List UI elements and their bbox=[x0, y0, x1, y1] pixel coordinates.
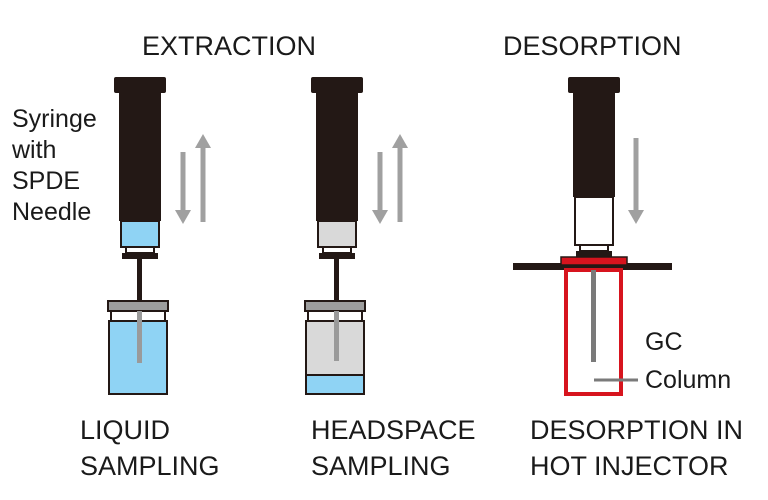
syringe-gas-fill bbox=[317, 220, 357, 248]
desorption-needle bbox=[591, 270, 596, 362]
syringe-tip bbox=[322, 246, 352, 254]
vial-needle bbox=[334, 311, 339, 361]
syringe-label: Syringe with SPDE Needle bbox=[12, 104, 97, 228]
injector-septum bbox=[560, 256, 628, 266]
syringe-hub bbox=[319, 253, 355, 259]
syringe-barrel bbox=[316, 93, 358, 221]
syringe-label-line3: SPDE bbox=[12, 167, 81, 195]
syringe-barrel bbox=[573, 93, 615, 197]
vial-cap bbox=[304, 300, 366, 312]
injector-plate bbox=[513, 263, 672, 270]
syringe-liquid bbox=[114, 77, 166, 301]
syringe-desorption bbox=[568, 77, 620, 257]
caption-headspace-line1: HEADSPACE bbox=[311, 415, 476, 445]
column-label: Column bbox=[645, 366, 732, 394]
hot-injector bbox=[513, 256, 672, 396]
caption-desorption-line1: DESORPTION IN bbox=[530, 415, 744, 445]
syringe-label-line4: Needle bbox=[12, 198, 92, 226]
caption-headspace-line2: SAMPLING bbox=[311, 451, 451, 481]
plunger-cap bbox=[311, 77, 363, 93]
up-down-arrows-2 bbox=[372, 134, 408, 224]
caption-liquid-line2: SAMPLING bbox=[80, 451, 220, 481]
syringe-label-line1: Syringe bbox=[12, 105, 97, 133]
heading-desorption: DESORPTION bbox=[503, 31, 682, 61]
spde-needle bbox=[334, 259, 339, 301]
syringe-hub bbox=[122, 253, 158, 259]
gc-label: GC bbox=[645, 328, 683, 356]
vial-cap bbox=[107, 300, 169, 312]
caption-liquid-line1: LIQUID bbox=[80, 415, 171, 445]
syringe-tip bbox=[125, 246, 155, 254]
syringe-headspace bbox=[311, 77, 363, 301]
syringe-liquid-fill bbox=[120, 220, 160, 248]
vial-headspace bbox=[304, 300, 366, 395]
syringe-hub bbox=[576, 251, 612, 257]
up-down-arrows-1 bbox=[175, 134, 211, 224]
syringe-barrel bbox=[119, 93, 161, 221]
plunger-cap bbox=[568, 77, 620, 93]
syringe-label-line2: with bbox=[12, 136, 57, 164]
vial-liquid bbox=[107, 300, 169, 395]
syringe-tip bbox=[579, 244, 609, 252]
syringe-empty-fill bbox=[574, 196, 614, 246]
caption-desorption-line2: HOT INJECTOR bbox=[530, 451, 729, 481]
plunger-cap bbox=[114, 77, 166, 93]
heading-extraction: EXTRACTION bbox=[142, 31, 317, 61]
vial-needle bbox=[137, 311, 142, 363]
vial-liquid-layer bbox=[307, 375, 363, 393]
spde-needle bbox=[137, 259, 142, 301]
down-arrow bbox=[628, 138, 644, 224]
